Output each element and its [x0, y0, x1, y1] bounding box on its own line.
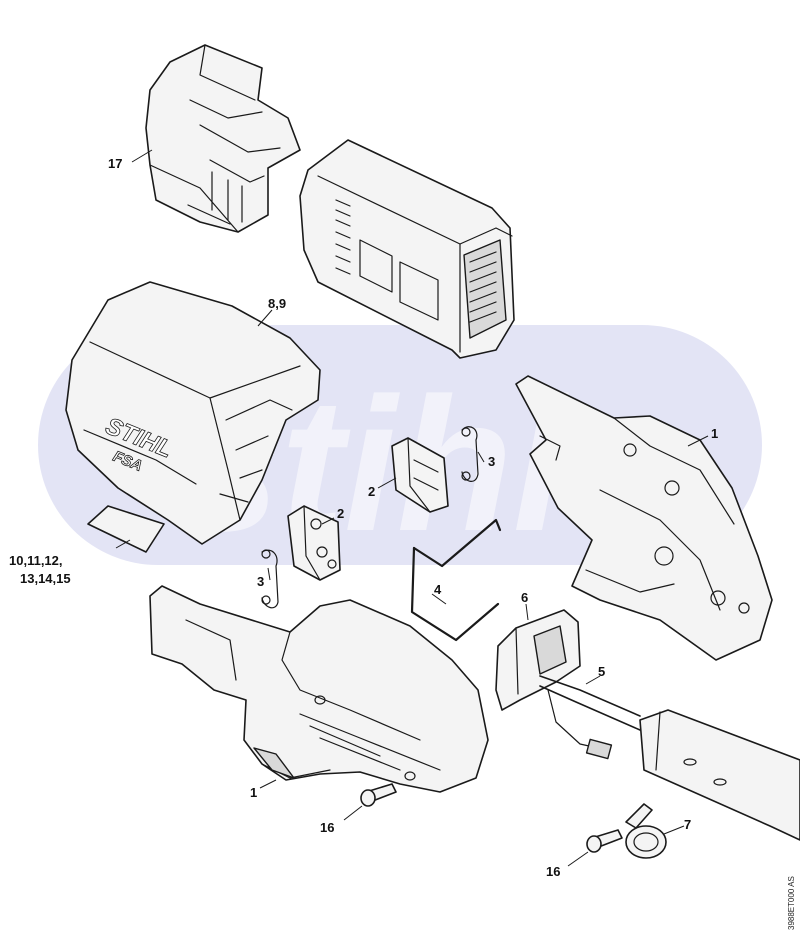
part-1-housing-lower — [149, 585, 489, 793]
handle-shaft — [639, 709, 800, 841]
document-id: 3988ET000 AS — [787, 876, 796, 930]
part-4-wire-bail — [410, 518, 502, 642]
callout-17: 17 — [108, 156, 122, 171]
part-1-housing-right — [515, 375, 773, 661]
part-3-spring-right — [461, 426, 479, 482]
callout-2-right: 2 — [368, 484, 375, 499]
leader-lines — [115, 149, 709, 867]
callout-3-left: 3 — [257, 574, 264, 589]
callout-2-left: 2 — [337, 506, 344, 521]
callout-5: 5 — [598, 664, 605, 679]
label-sheet — [87, 505, 165, 553]
callout-1-right: 1 — [711, 426, 718, 441]
part-8-9-upper-housing: STIHL FSA — [65, 281, 321, 545]
part-2-latch-right — [391, 437, 449, 513]
callout-1-lower: 1 — [250, 785, 257, 800]
part-5-cable — [539, 675, 641, 760]
part-16-screw-upper — [360, 783, 397, 807]
callout-3-right: 3 — [488, 454, 495, 469]
callout-4: 4 — [434, 582, 442, 597]
callout-16-lower: 16 — [546, 864, 560, 879]
callout-13-14-15: 13,14,15 — [20, 571, 71, 586]
part-3-spring-left — [261, 549, 279, 609]
part-17-battery-cover — [145, 44, 301, 233]
part-16-screw-lower — [586, 829, 623, 853]
part-6-switch-mount — [495, 609, 581, 711]
callout-16-upper: 16 — [320, 820, 334, 835]
callout-10-11-12: 10,11,12, — [9, 553, 63, 568]
battery-pack — [299, 139, 515, 359]
callout-6: 6 — [521, 590, 528, 605]
callout-8-9: 8,9 — [268, 296, 286, 311]
callout-7: 7 — [684, 817, 691, 832]
part-7-clamp — [625, 803, 667, 859]
part-2-latch-left — [287, 505, 341, 581]
callout-numbers: 17 8,9 1 3 2 2 3 10,11,12, 13,14,15 4 6 … — [9, 156, 718, 879]
